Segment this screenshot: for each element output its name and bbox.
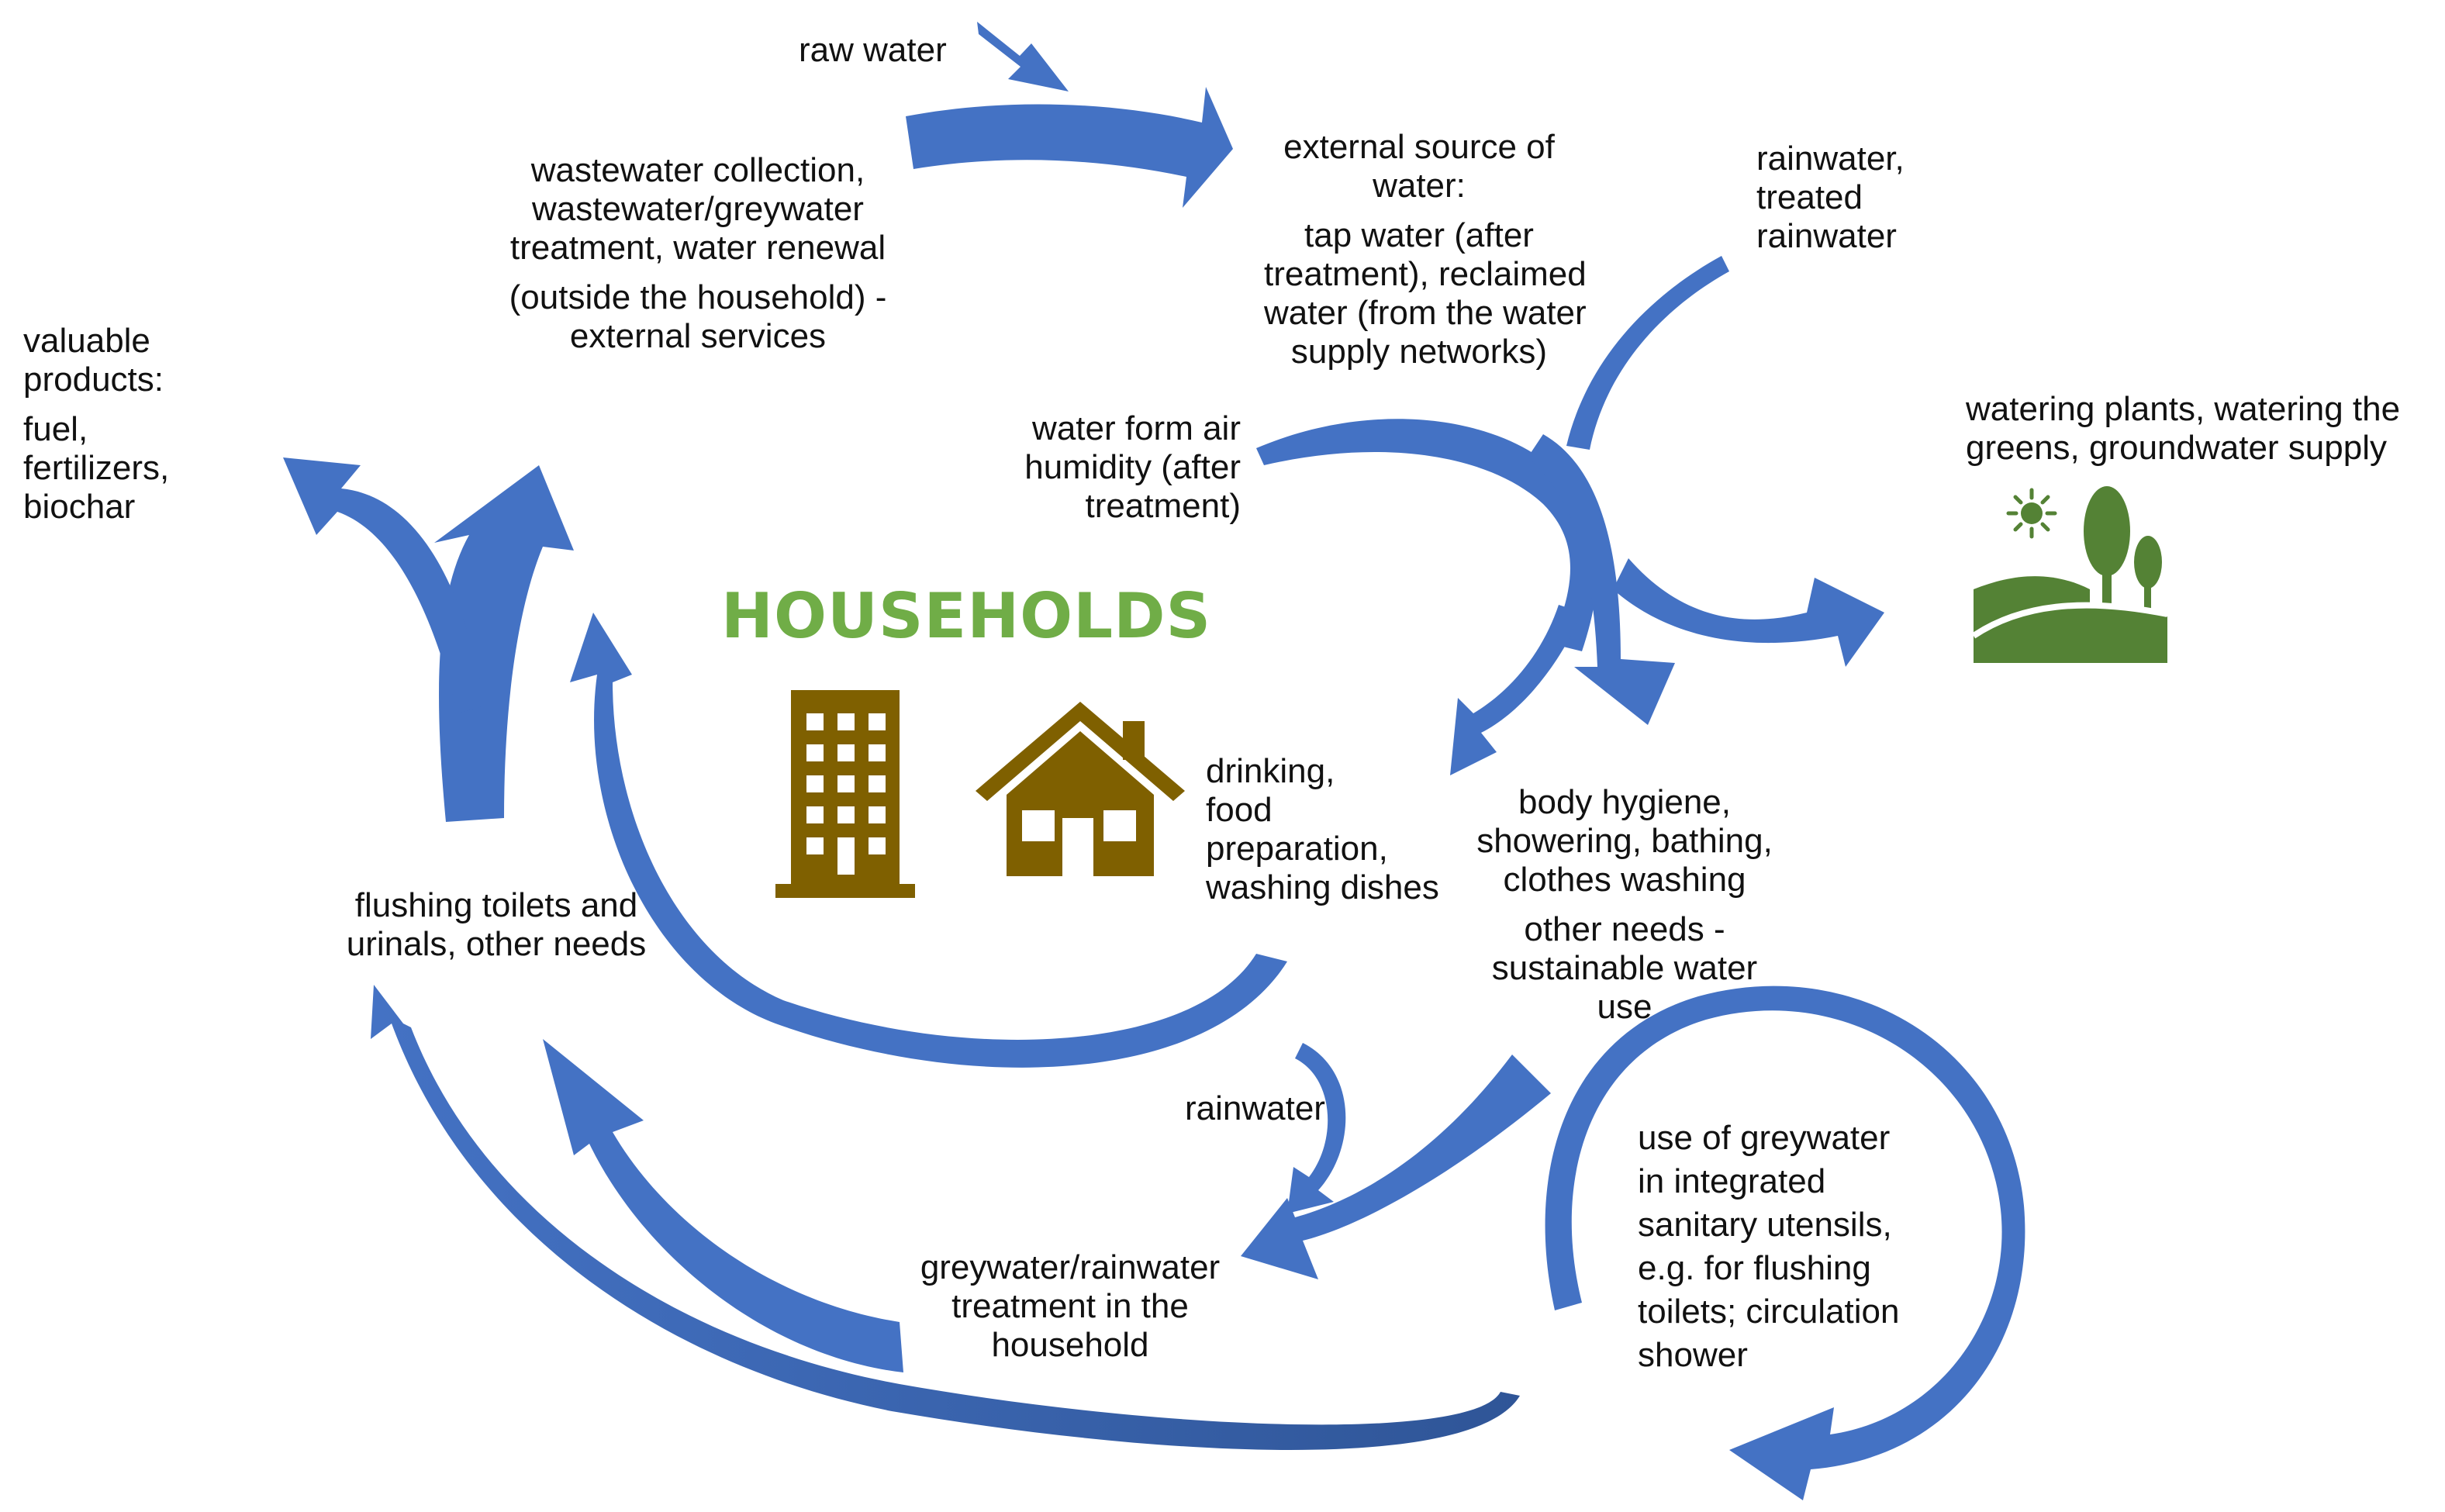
drinking-label: drinking, food preparation, washing dish… [1206,752,1439,906]
external-source-label: external source of water: tap water (aft… [1264,128,1587,371]
to-hygiene-arrow [1528,434,1675,725]
flushing-label: flushing toilets and urinals, other need… [346,886,647,963]
rainwater-label: rainwater [1185,1089,1325,1127]
watering-label: watering plants, watering the greens, gr… [1966,390,2401,467]
rainwater-to-treatment-arrow [1287,1043,1346,1213]
greywater-use-label: use of greywater in integrated sanitary … [1638,1119,1900,1374]
rainwater-inflow-arrow [1566,256,1729,450]
to-external-services-arrow [434,465,574,822]
households-title: HOUSEHOLDS [721,580,1212,652]
landscape-sun-trees-icon [1974,486,2167,663]
to-watering-arrow [1613,558,1884,667]
raw-water-arrow [977,22,1069,91]
hygiene-label: body hygiene, showering, bathing, clothe… [1476,783,1773,1026]
air-humidity-arrow [1256,419,1597,651]
rainwater-treated-label: rainwater, treated rainwater [1756,140,1905,255]
air-humidity-label: water form air humidity (after treatment… [1024,409,1241,525]
wastewater-label: wastewater collection, wastewater/greywa… [509,151,887,355]
treatment-to-flushing-arrow [543,1039,903,1372]
other-needs-to-treatment-arrow [1241,1055,1551,1279]
greywater-treatment-label: greywater/rainwater treatment in the hou… [920,1248,1221,1364]
drinking-loop-arrow [570,613,1287,1068]
external-services-to-source-arrow [906,87,1233,208]
apartment-building-icon [775,690,915,898]
valuable-products-label: valuable products: fuel, fertilizers, bi… [23,322,170,526]
to-valuable-products-arrow [283,457,485,713]
raw-water-label: raw water [799,31,947,69]
to-drinking-arrow [1450,605,1582,775]
house-icon [976,702,1185,876]
